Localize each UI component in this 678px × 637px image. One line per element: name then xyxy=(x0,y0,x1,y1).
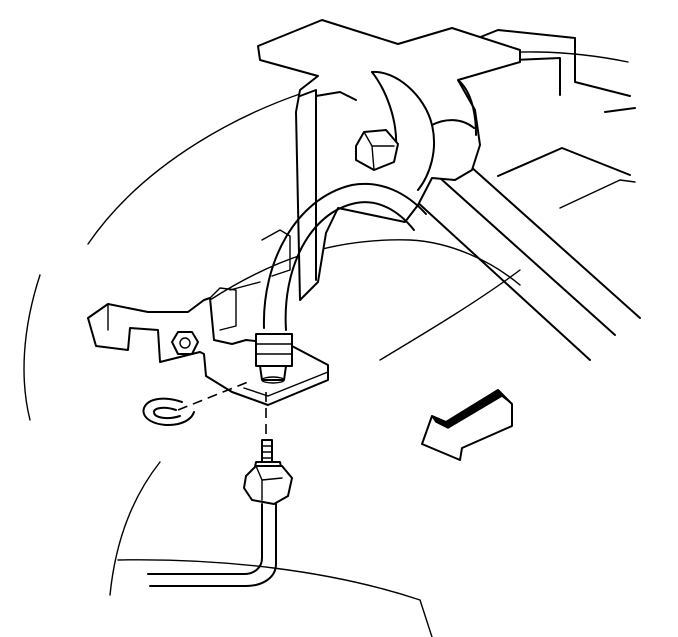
hose-end-fitting xyxy=(255,333,293,384)
retaining-clip xyxy=(142,397,195,426)
direction-arrow xyxy=(421,389,513,461)
bracket-bolt xyxy=(355,129,399,171)
brake-pipe xyxy=(147,503,277,587)
brake-pipe-fitting xyxy=(243,439,293,505)
flexible-brake-hose xyxy=(262,182,427,331)
assembly-guide-lines xyxy=(177,381,267,438)
clip-guide-line xyxy=(177,381,249,411)
hose-mounting-bracket xyxy=(87,229,329,406)
frame-rail xyxy=(397,29,641,361)
